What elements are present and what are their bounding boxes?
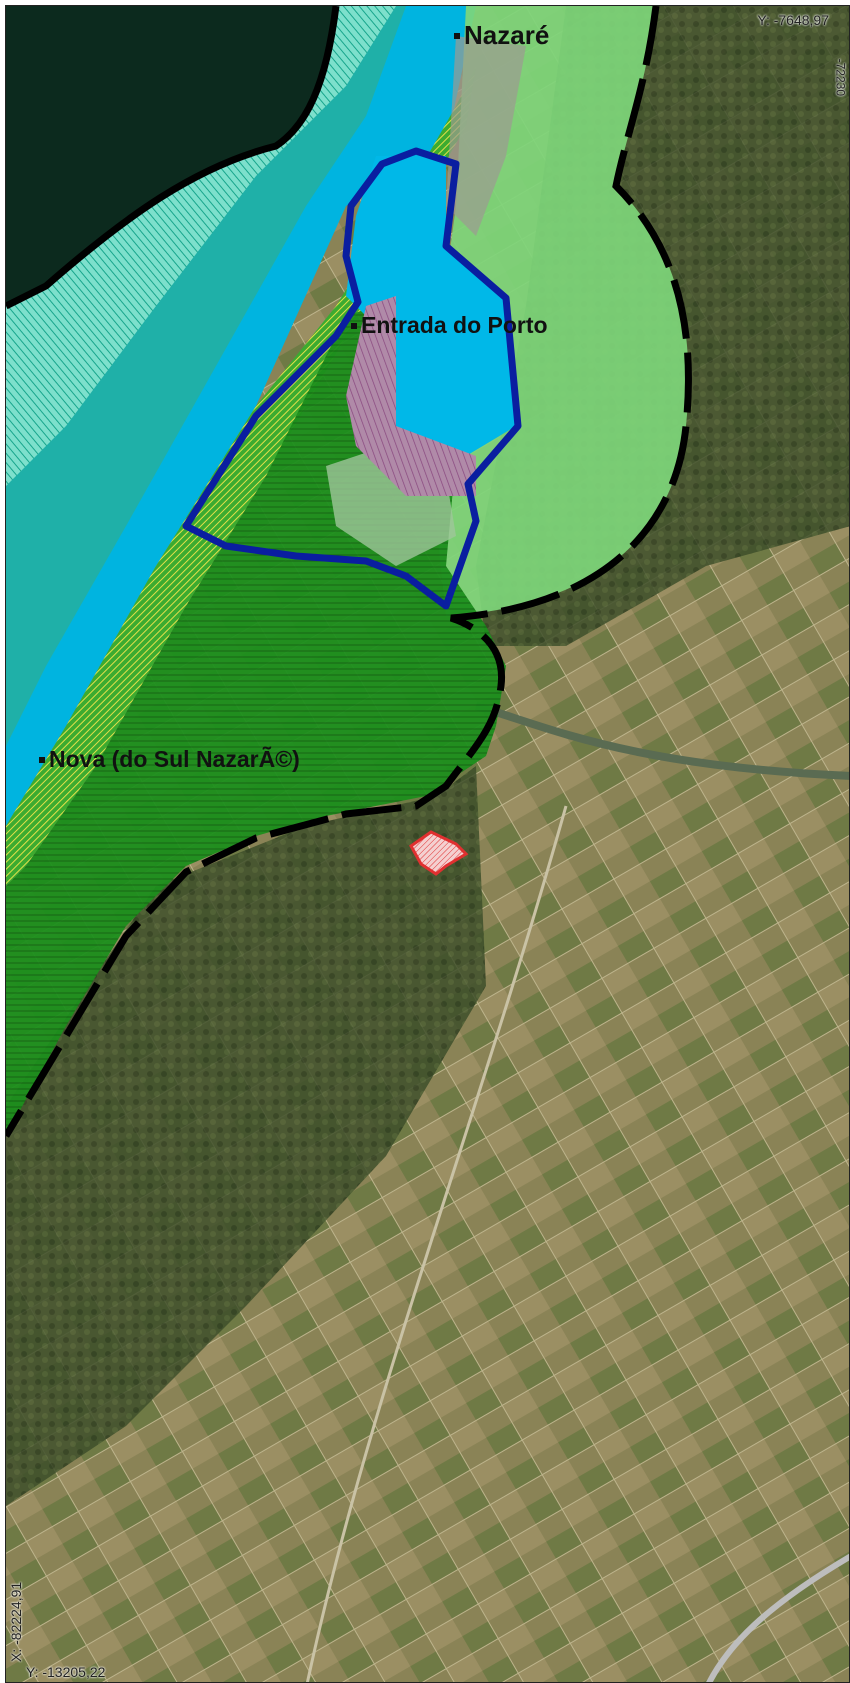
place-label-nazare: Nazaré [454,20,549,51]
forest-area-south [6,766,486,1506]
sea-deep-area [6,6,336,306]
place-name: Nazaré [464,20,550,50]
coastline-boundary-line [6,6,340,310]
place-name: Entrada do Porto [361,312,548,338]
road-line [706,1553,849,1682]
place-marker-icon [454,32,460,39]
protected-boundary-line [6,6,692,1138]
coordinate-y-bottom: Y: -13205,22 [26,1664,106,1680]
road-line [305,805,568,1682]
place-label-nova-do-sul: Nova (do Sul NazarÃ©) [39,746,300,773]
place-name: Nova (do Sul NazarÃ©) [49,746,300,772]
place-label-entrada-do-porto: Entrada do Porto [351,312,548,339]
coordinate-x-bottom: X: -82224,91 [8,1581,24,1662]
place-marker-icon [351,322,357,329]
river-channel [474,702,849,780]
coordinate-side-top: -72230 [833,58,847,96]
port-boundary-line [182,147,522,610]
place-marker-icon [39,756,45,763]
town-built-area [446,36,526,236]
coordinate-y-top: Y: -7648,97 [757,12,829,28]
map-frame[interactable]: Nazaré Entrada do Porto Nova (do Sul Naz… [5,5,850,1683]
port-quay-area [346,296,476,496]
port-harbour-area [346,156,516,456]
highlighted-parcel[interactable] [409,830,469,876]
map-canvas[interactable] [6,6,850,1683]
